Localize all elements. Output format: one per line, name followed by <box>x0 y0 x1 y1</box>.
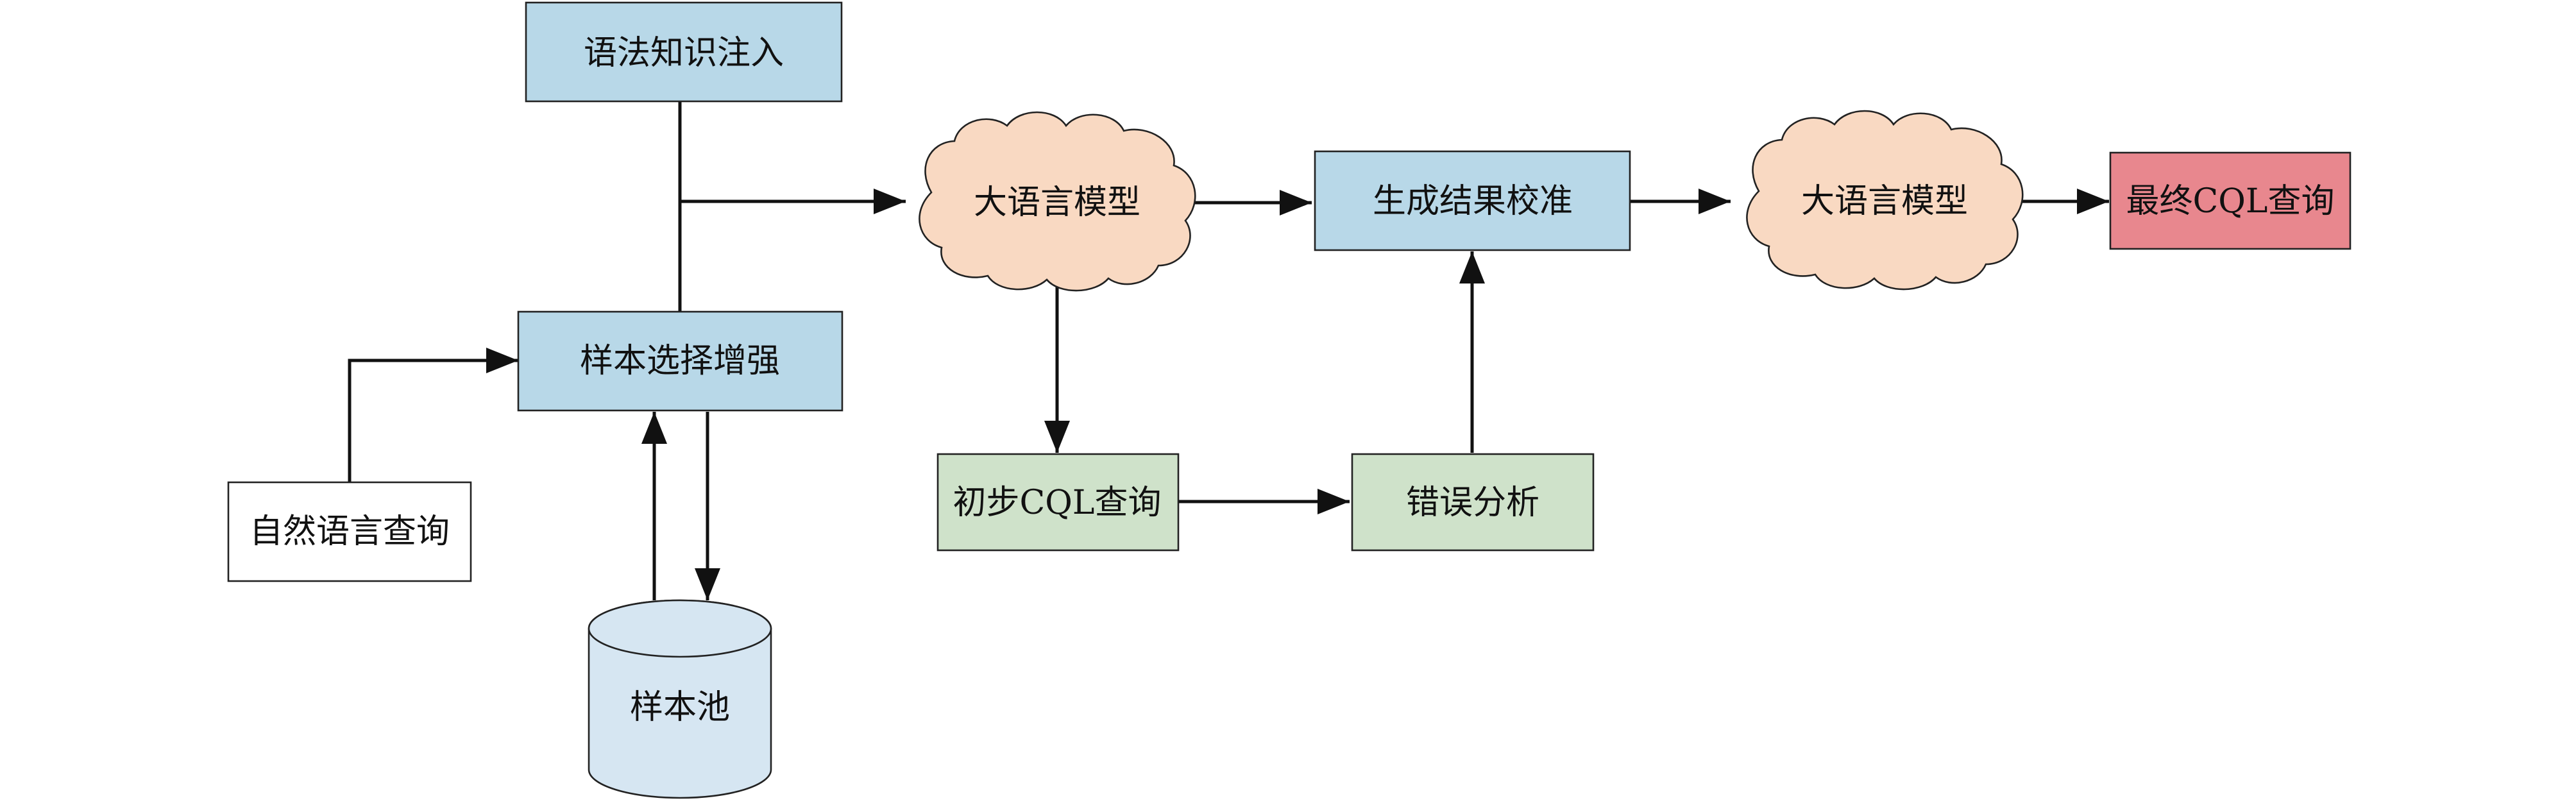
sample-selection-label: 样本选择增强 <box>580 342 780 380</box>
calibration-label: 生成结果校准 <box>1373 182 1573 221</box>
final-cql-box <box>2109 151 2351 250</box>
sample-pool-label: 样本池 <box>630 688 730 727</box>
calibration-box <box>1314 150 1631 251</box>
node-error-analysis: 错误分析 <box>1351 453 1595 552</box>
initial-cql-box <box>936 453 1180 552</box>
natural-query-label: 自然语言查询 <box>250 512 450 551</box>
node-natural-query: 自然语言查询 <box>227 481 472 582</box>
initial-cql-label: 初步CQL查询 <box>953 484 1162 522</box>
llm-1-cloud-shape <box>919 111 1196 292</box>
edge-natural-query-to-sample-selection <box>348 348 518 482</box>
node-sample-pool: 样本池 <box>588 599 772 799</box>
grammar-injection-label: 语法知识注入 <box>584 34 784 72</box>
grammar-injection-box <box>525 1 843 103</box>
node-final-cql: 最终CQL查询 <box>2109 151 2351 250</box>
sample-pool-cylinder-top <box>588 599 772 658</box>
node-llm-2: 大语言模型 <box>1746 110 2024 291</box>
final-cql-label: 最终CQL查询 <box>2126 182 2335 221</box>
sample-selection-box <box>517 310 843 412</box>
connectors <box>348 101 2109 600</box>
node-llm-1: 大语言模型 <box>919 111 1196 292</box>
llm-2-label: 大语言模型 <box>1801 182 1968 221</box>
error-analysis-box <box>1351 453 1595 552</box>
node-grammar-injection: 语法知识注入 <box>525 1 843 103</box>
natural-query-box <box>227 481 472 582</box>
node-calibration: 生成结果校准 <box>1314 150 1631 251</box>
node-sample-selection: 样本选择增强 <box>517 310 843 412</box>
node-initial-cql: 初步CQL查询 <box>936 453 1180 552</box>
error-analysis-label: 错误分析 <box>1406 484 1539 522</box>
llm-1-label: 大语言模型 <box>974 183 1140 222</box>
llm-2-cloud-shape <box>1746 110 2024 291</box>
